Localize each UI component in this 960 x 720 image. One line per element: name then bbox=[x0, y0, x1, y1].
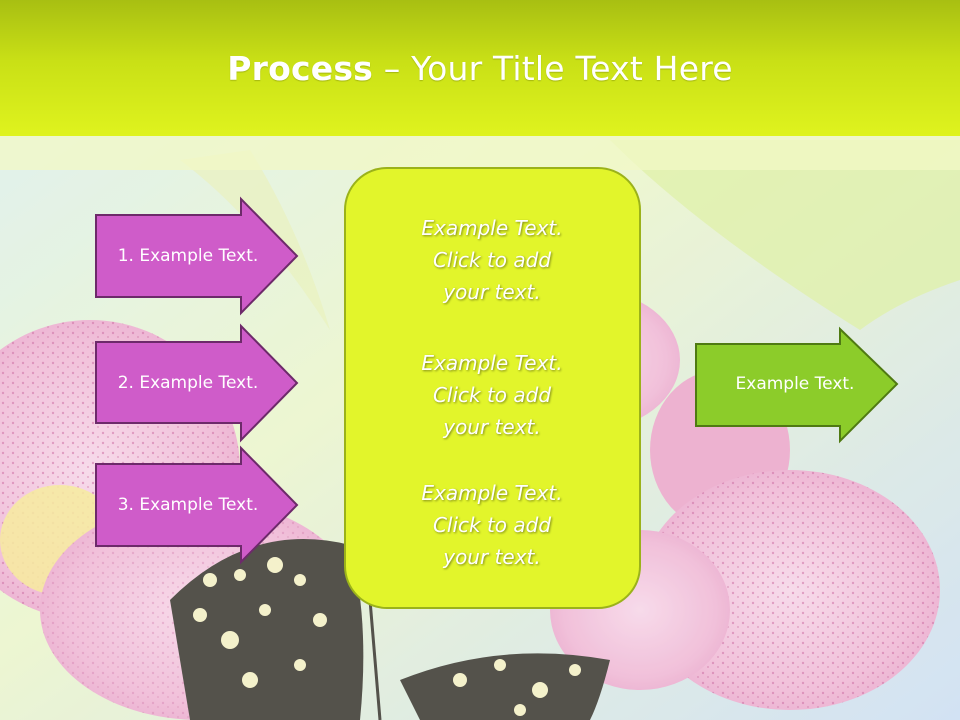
right-arrow[interactable] bbox=[695, 326, 899, 444]
left-arrow-2[interactable] bbox=[95, 323, 299, 443]
left-arrow-1[interactable] bbox=[95, 196, 299, 316]
right-arrow-label: Example Text. bbox=[735, 374, 855, 394]
title-bold-word: Process bbox=[227, 48, 374, 88]
center-box[interactable] bbox=[344, 167, 641, 609]
left-arrow-2-label: 2. Example Text. bbox=[117, 373, 259, 393]
center-text-2: Example Text. Click to add your text. bbox=[421, 351, 563, 439]
title-band: Process – Your Title Text Here bbox=[0, 0, 960, 136]
slide-title[interactable]: Process – Your Title Text Here bbox=[227, 49, 733, 88]
left-arrow-1-label: 1. Example Text. bbox=[117, 246, 259, 266]
center-text-3: Example Text. Click to add your text. bbox=[421, 481, 563, 569]
center-text-1: Example Text. Click to add your text. bbox=[421, 216, 563, 304]
left-arrow-3[interactable] bbox=[95, 445, 299, 565]
left-arrow-3-label: 3. Example Text. bbox=[117, 495, 259, 515]
title-rest: – Your Title Text Here bbox=[373, 48, 733, 88]
